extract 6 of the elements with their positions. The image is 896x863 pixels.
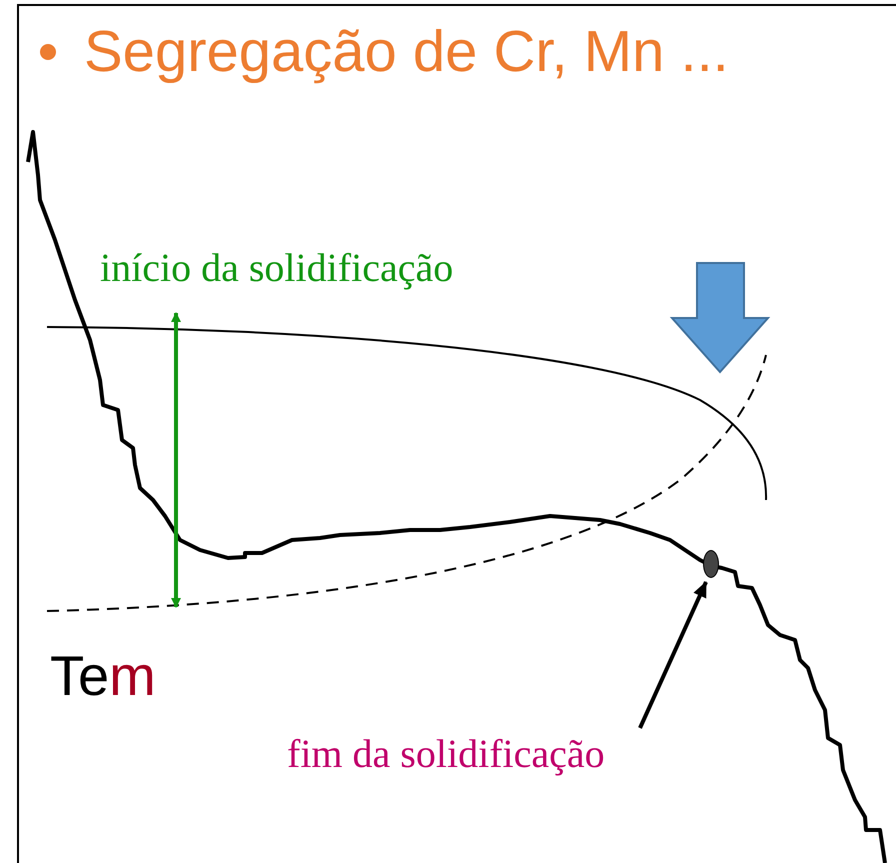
axis-label: Tem (50, 643, 156, 708)
heading: Segregação de Cr, Mn ... (84, 19, 729, 84)
annotation-text: fim da solidificação (287, 730, 605, 777)
annotation-text: início da solidificação (100, 244, 454, 291)
leader-line (638, 581, 708, 729)
dot-marker (703, 550, 719, 578)
